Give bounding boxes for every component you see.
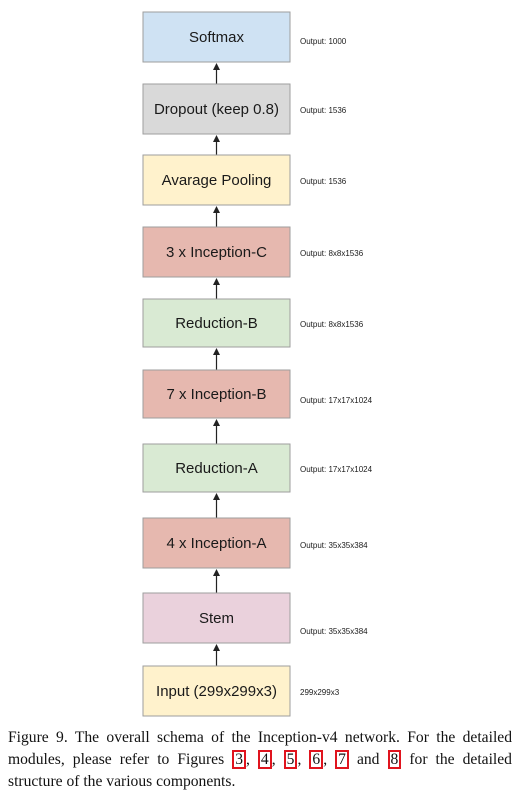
node-7-x-inception-b: 7 x Inception-B Output: 17x17x1024 <box>142 369 373 419</box>
node-box <box>142 83 291 135</box>
node-output-label: Output: 1536 <box>300 177 347 186</box>
node-output-label: Output: 1000 <box>300 37 347 46</box>
node-label: 7 x Inception-B <box>166 386 266 403</box>
node-output-label: 299x299x3 <box>300 688 340 697</box>
node-4-x-inception-a: 4 x Inception-A Output: 35x35x384 <box>142 517 368 569</box>
node-softmax: Softmax Output: 1000 <box>142 11 347 63</box>
node-output-label: Output: 1536 <box>300 106 347 115</box>
figure-ref-3[interactable]: 3 <box>232 750 246 769</box>
node-output-label: Output: 35x35x384 <box>300 627 368 636</box>
node-output-label: Output: 35x35x384 <box>300 541 368 550</box>
node-box <box>142 517 291 569</box>
node-avarage-pooling: Avarage Pooling Output: 1536 <box>142 154 347 206</box>
caption-text-after: for the detailed structure of the variou… <box>8 751 512 790</box>
caption-separator: , <box>245 751 250 768</box>
arrow-reduction-b-to-3-x-inception-c <box>213 278 220 299</box>
node-dropout-keep-0-8: Dropout (keep 0.8) Output: 1536 <box>142 83 347 135</box>
node-label: Input (299x299x3) <box>156 683 277 700</box>
caption-separator: , <box>323 751 328 768</box>
node-label: 3 x Inception-C <box>166 244 267 261</box>
node-box <box>142 665 291 717</box>
caption-and: and <box>356 751 380 768</box>
figure-ref-6[interactable]: 6 <box>309 750 324 769</box>
figure-ref-8[interactable]: 8 <box>387 750 402 769</box>
node-input-299x299x3: Input (299x299x3) 299x299x3 <box>142 665 340 717</box>
arrow-dropout-keep-0-8-to-softmax <box>213 63 220 84</box>
arrow-7-x-inception-b-to-reduction-b <box>213 348 220 370</box>
node-output-label: Output: 17x17x1024 <box>300 465 373 474</box>
node-label: Reduction-B <box>175 315 258 332</box>
figure-ref-5[interactable]: 5 <box>283 750 298 769</box>
node-box <box>142 11 291 63</box>
caption-text-before: Figure 9. The overall schema of the Ince… <box>8 729 512 768</box>
caption-separator: , <box>297 751 302 768</box>
node-box <box>142 369 291 419</box>
arrow-avarage-pooling-to-dropout-keep-0-8 <box>213 135 220 155</box>
arrow-3-x-inception-c-to-avarage-pooling <box>213 206 220 227</box>
node-box <box>142 154 291 206</box>
node-label: 4 x Inception-A <box>166 535 266 552</box>
node-reduction-b: Reduction-B Output: 8x8x1536 <box>142 298 364 348</box>
figure-ref-4[interactable]: 4 <box>257 750 272 769</box>
node-box <box>142 443 291 493</box>
arrow-stem-to-4-x-inception-a <box>213 569 220 593</box>
node-reduction-a: Reduction-A Output: 17x17x1024 <box>142 443 373 493</box>
figure-caption: Figure 9. The overall schema of the Ince… <box>8 727 512 793</box>
arrow-reduction-a-to-7-x-inception-b <box>213 419 220 444</box>
arrow-4-x-inception-a-to-reduction-a <box>213 493 220 518</box>
node-label: Softmax <box>189 29 245 46</box>
node-label: Reduction-A <box>175 460 258 477</box>
node-output-label: Output: 8x8x1536 <box>300 320 364 329</box>
node-box <box>142 592 291 644</box>
node-box <box>142 298 291 348</box>
node-3-x-inception-c: 3 x Inception-C Output: 8x8x1536 <box>142 226 364 278</box>
node-label: Dropout (keep 0.8) <box>154 101 279 118</box>
node-label: Stem <box>199 610 234 627</box>
figure-ref-7[interactable]: 7 <box>335 750 349 769</box>
node-box <box>142 226 291 278</box>
node-label: Avarage Pooling <box>162 172 272 189</box>
arrow-input-299x299x3-to-stem <box>213 644 220 666</box>
node-output-label: Output: 8x8x1536 <box>300 249 364 258</box>
node-output-label: Output: 17x17x1024 <box>300 396 373 405</box>
caption-separator: , <box>271 751 276 768</box>
